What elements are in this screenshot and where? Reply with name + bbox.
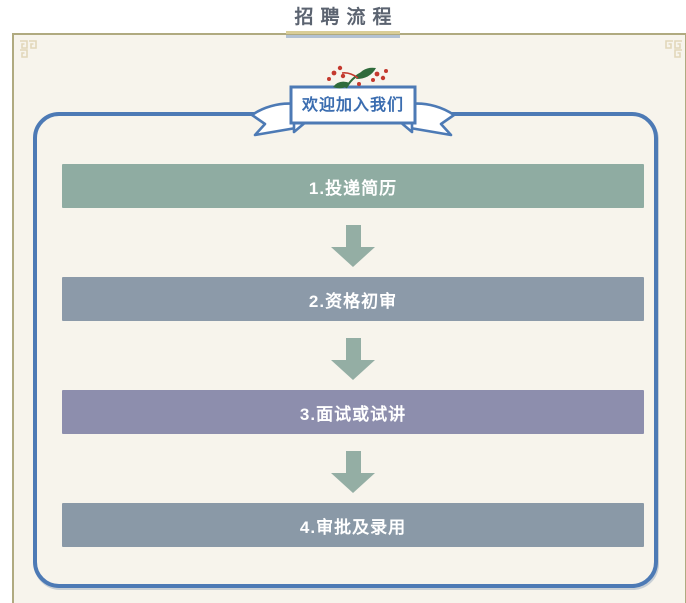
step-label-4: 4.审批及录用 — [299, 517, 407, 537]
arrow-stem — [345, 451, 361, 473]
arrow-stem — [345, 225, 361, 247]
arrow-head — [331, 247, 375, 267]
corner-ornament-icon — [665, 40, 682, 58]
ribbon-icon — [250, 65, 456, 137]
welcome-banner: 欢迎加入我们 — [246, 64, 460, 142]
down-arrow-icon — [331, 338, 375, 380]
step-bar-4: 4.审批及录用 — [62, 503, 644, 547]
arrow-head — [331, 473, 375, 493]
down-arrow-icon — [331, 451, 375, 493]
down-arrow-icon — [331, 225, 375, 267]
step-bar-3: 3.面试或试讲 — [62, 390, 644, 434]
title-underline-gold — [286, 31, 400, 34]
arrow-head — [331, 360, 375, 380]
page-title: 招聘流程 — [294, 7, 399, 28]
title-underline — [286, 31, 400, 38]
step-bar-2: 2.资格初审 — [62, 277, 644, 321]
arrow-stem — [345, 338, 361, 360]
step-label-1: 1.投递简历 — [308, 178, 398, 198]
step-label-2: 2.资格初审 — [308, 291, 398, 311]
corner-ornament-icon — [20, 40, 37, 58]
title-underline-blue — [286, 35, 400, 38]
page-header: 招聘流程 — [0, 2, 686, 38]
step-label-3: 3.面试或试讲 — [299, 404, 407, 424]
berry-flower-icon — [327, 65, 388, 89]
step-bar-1: 1.投递简历 — [62, 164, 644, 208]
welcome-banner-label: 欢迎加入我们 — [301, 97, 404, 114]
